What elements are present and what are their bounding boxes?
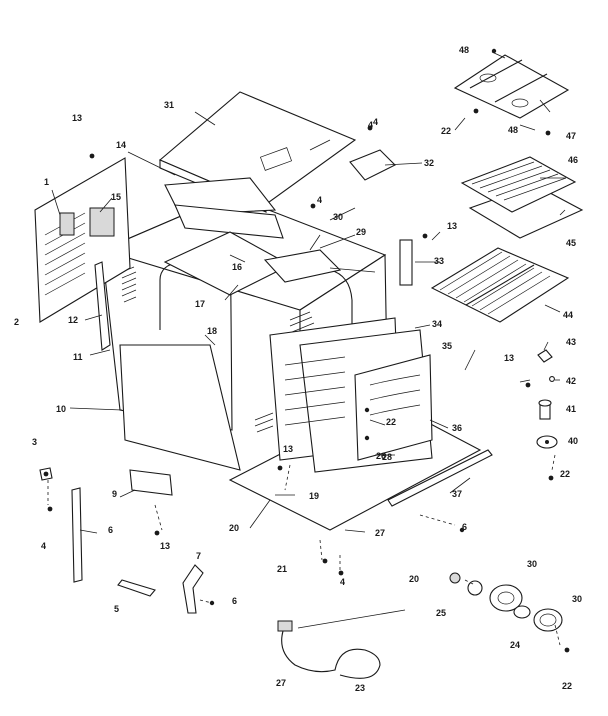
callout-20a: 20 bbox=[229, 523, 239, 533]
callout-14: 14 bbox=[116, 140, 126, 150]
burner-knob-parts bbox=[449, 572, 563, 632]
callout-48b: 48 bbox=[508, 125, 518, 135]
callout-4a: 4 bbox=[41, 541, 46, 551]
callout-35: 35 bbox=[442, 341, 452, 351]
callout-4b: 4 bbox=[373, 117, 378, 127]
callout-13e: 13 bbox=[160, 541, 170, 551]
callout-30b: 30 bbox=[527, 559, 537, 569]
callout-2: 2 bbox=[14, 317, 19, 327]
callout-13c: 13 bbox=[504, 353, 514, 363]
callout-12: 12 bbox=[68, 315, 78, 325]
callout-43: 43 bbox=[566, 337, 576, 347]
callout-9: 9 bbox=[112, 489, 117, 499]
callout-20b: 20 bbox=[409, 574, 419, 584]
callout-33: 33 bbox=[434, 256, 444, 266]
bracket-plate bbox=[263, 249, 342, 283]
callout-48a: 48 bbox=[459, 45, 469, 55]
callout-27b: 27 bbox=[276, 678, 286, 688]
callout-22c: 22 bbox=[560, 469, 570, 479]
callout-13a: 13 bbox=[72, 113, 82, 123]
side-trim bbox=[94, 261, 111, 351]
callout-11: 11 bbox=[73, 352, 83, 362]
callout-4e: 4 bbox=[368, 120, 373, 130]
callout-45: 45 bbox=[566, 238, 576, 248]
callout-34: 34 bbox=[432, 319, 442, 329]
callout-13d: 13 bbox=[283, 444, 293, 454]
callout-17: 17 bbox=[195, 299, 205, 309]
callout-10: 10 bbox=[56, 404, 66, 414]
element-terminal bbox=[277, 620, 293, 632]
door-trim-strip bbox=[387, 449, 493, 507]
callout-42: 42 bbox=[566, 376, 576, 386]
callout-13b: 13 bbox=[447, 221, 457, 231]
callout-25: 25 bbox=[436, 608, 446, 618]
callout-47: 47 bbox=[566, 131, 576, 141]
callout-1: 1 bbox=[44, 177, 49, 187]
callout-6b: 6 bbox=[232, 596, 237, 606]
heat-shield-strip bbox=[174, 204, 284, 239]
callout-labels: 1 2 3 4 4 4 4 4 5 6 6 6 7 9 10 11 12 13 … bbox=[14, 45, 582, 693]
callout-27a: 27 bbox=[375, 528, 385, 538]
callout-24: 24 bbox=[510, 640, 520, 650]
hinge-bracket bbox=[399, 239, 413, 286]
callout-37: 37 bbox=[452, 489, 462, 499]
callout-30c: 30 bbox=[572, 594, 582, 604]
l-bracket bbox=[182, 564, 204, 614]
callout-6c: 6 bbox=[462, 522, 467, 532]
callout-4c: 4 bbox=[317, 195, 322, 205]
small-cover-plate bbox=[349, 149, 396, 181]
callout-16: 16 bbox=[232, 262, 242, 272]
vent-pad bbox=[129, 469, 173, 496]
callout-15: 15 bbox=[111, 192, 121, 202]
callout-4d: 4 bbox=[340, 577, 345, 587]
callout-22a: 22 bbox=[441, 126, 451, 136]
callout-5: 5 bbox=[114, 604, 119, 614]
back-panel bbox=[34, 157, 131, 323]
small-bracket bbox=[117, 579, 156, 597]
oven-rack bbox=[430, 247, 570, 323]
callout-21: 21 bbox=[277, 564, 287, 574]
side-strip bbox=[71, 487, 83, 583]
callout-46: 46 bbox=[568, 155, 578, 165]
callout-7: 7 bbox=[196, 551, 201, 561]
broiler-pan bbox=[460, 156, 584, 239]
callout-30a: 30 bbox=[333, 212, 343, 222]
callout-18: 18 bbox=[207, 326, 217, 336]
oven-liner bbox=[269, 317, 433, 473]
callout-28: 28 bbox=[382, 452, 392, 462]
callout-22b: 22 bbox=[386, 417, 396, 427]
fastener-dots bbox=[43, 48, 570, 653]
bake-element bbox=[281, 624, 381, 679]
callout-6a: 6 bbox=[108, 525, 113, 535]
callout-23: 23 bbox=[355, 683, 365, 693]
callout-19: 19 bbox=[309, 491, 319, 501]
assembly-dash-lines bbox=[47, 454, 561, 646]
element-support bbox=[453, 54, 570, 119]
callout-44: 44 bbox=[563, 310, 573, 320]
callout-40: 40 bbox=[568, 436, 578, 446]
callout-32: 32 bbox=[424, 158, 434, 168]
small-hardware bbox=[536, 349, 558, 449]
callout-36: 36 bbox=[452, 423, 462, 433]
insulation-hatching bbox=[121, 266, 315, 433]
callout-26: 26 bbox=[376, 451, 386, 461]
callout-3: 3 bbox=[32, 437, 37, 447]
callout-22d: 22 bbox=[562, 681, 572, 691]
callout-41: 41 bbox=[566, 404, 576, 414]
callout-29: 29 bbox=[356, 227, 366, 237]
callout-31: 31 bbox=[164, 100, 174, 110]
